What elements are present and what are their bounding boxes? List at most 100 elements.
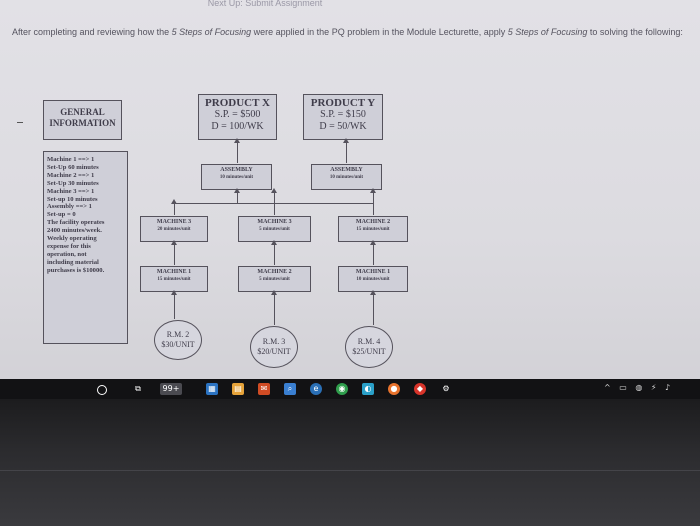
general-info-line: The facility operates [47,219,105,227]
connector-m3a [171,199,177,215]
product-x-box: PRODUCT X S.P. = $500 D = 100/WK [198,94,277,140]
assembly-x-name: ASSEMBLY [220,167,253,173]
edge-icon[interactable]: e [310,383,322,395]
divider [17,122,23,123]
general-info-line: Machine 1 ==> 1 [47,156,95,163]
general-info-line: Set-up 10 minutes [47,195,98,203]
assembly-y-box: ASSEMBLY 10 minutes/unit [311,164,382,190]
machine-name: MACHINE 3 [156,219,192,225]
arrow-m1-to-m2 [370,240,376,265]
laptop-bezel [0,399,700,526]
general-information-title-box: GENERAL INFORMATION [43,100,122,140]
media-icon[interactable]: ◐ [362,383,374,395]
raw-material-4: R.M. 4 $25/UNIT [345,326,393,368]
instruction-segment: 5 Steps of Focusing [507,27,588,37]
general-info-line: Machine 2 ==> 1 [47,171,95,179]
machine-name: MACHINE 2 [257,269,292,275]
assembly-x-time: 10 minutes/unit [219,175,254,180]
machine-time: 20 minutes/unit [157,227,191,232]
machine-time: 10 minutes/unit [356,277,390,282]
instruction-segment: were applied in the PQ problem in the Mo… [251,27,508,37]
machine-row2-a: MACHINE 3 20 minutes/unit [140,216,208,242]
search-icon[interactable]: ⌕ [284,383,296,395]
task-view-icon[interactable]: ⧉ [135,384,141,393]
assembly-y-time: 10 minutes/unit [329,175,364,180]
product-x-title: PRODUCT X [205,97,270,109]
browser-viewport: Next Up: Submit Assignment After complet… [0,0,700,392]
raw-material-2: R.M. 2 $30/UNIT [154,320,202,360]
general-info-line: Weekly operating [47,235,97,243]
general-info-line: purchases is $10000. [47,266,105,274]
general-info-line: including material [47,258,99,266]
rm-cost: $30/UNIT [161,340,195,349]
app-icon[interactable]: ● [388,383,400,395]
connector-line [174,203,274,204]
rm-name: R.M. 2 [166,330,190,339]
general-info-line: Set-Up 60 minutes [47,163,99,171]
instruction-segment: 5 Steps of Focusing [171,27,252,37]
machine-row3-c: MACHINE 1 10 minutes/unit [338,266,408,292]
windows-taskbar: ⧉ 99+ ▦ ▤ ✉ ⌕ e ◉ ◐ ● ◆ ⚙ ^ ▭ ◍ ⚡ ♪ [0,379,700,399]
rm-name: R.M. 4 [357,337,381,346]
files-icon[interactable]: ▤ [232,383,244,395]
general-info-line: Set-up = 0 [47,211,76,219]
rm-cost: $20/UNIT [257,347,291,356]
machine-row3-b: MACHINE 2 5 minutes/unit [238,266,311,292]
machine-time: 15 minutes/unit [356,227,390,232]
assembly-x-box: ASSEMBLY 10 minutes/unit [201,164,272,190]
arrow-assembly-y-to-product-y [343,138,349,163]
instruction-segment: to solving the following: [587,27,683,37]
calculator-icon[interactable]: 99+ [160,383,182,395]
general-info-line: expense for this [47,242,91,250]
settings-icon[interactable]: ⚙ [442,384,450,393]
machine-row3-a: MACHINE 1 15 minutes/unit [140,266,208,292]
rm-name: R.M. 3 [262,337,286,346]
chrome-icon[interactable]: ◉ [336,383,348,395]
start-circle-icon[interactable] [97,385,107,395]
product-y-box: PRODUCT Y S.P. = $150 D = 50/WK [303,94,383,140]
connector-line [274,203,373,204]
arrow-m1-to-m3 [171,240,177,265]
arrow-to-assembly-x [234,188,240,203]
arrow-m2-to-assembly-y [370,188,376,215]
arrow-rm2-to-m1 [171,290,177,319]
arrow-m2-to-m3 [271,240,277,265]
machine-row2-c: MACHINE 2 15 minutes/unit [338,216,408,242]
general-info-line: Machine 3 ==> 1 [47,187,95,195]
store-icon[interactable]: ▦ [206,383,218,395]
machine-time: 5 minutes/unit [259,277,290,282]
arrow-rm4-to-m1 [370,290,376,325]
general-info-line: Set-Up 30 minutes [47,179,99,187]
pq-problem-diagram: GENERAL INFORMATION PRODUCT X S.P. = $50… [43,94,408,368]
assignment-instructions: After completing and reviewing how the 5… [12,26,696,38]
raw-material-3: R.M. 3 $20/UNIT [250,326,298,368]
machine-name: MACHINE 1 [156,269,192,275]
mail-icon[interactable]: ✉ [258,383,270,395]
machine-row2-b: MACHINE 3 5 minutes/unit [238,216,311,242]
product-x-demand: D = 100/WK [211,121,264,132]
system-tray[interactable]: ^ ▭ ◍ ⚡ ♪ [604,383,674,392]
general-info-line: Assembly ==> 1 [47,203,92,211]
next-up-link[interactable]: Next Up: Submit Assignment [207,0,323,8]
general-info-line: 2400 minutes/week. [47,227,102,235]
arrow-rm3-to-m2 [271,290,277,325]
machine-name: MACHINE 2 [355,219,391,225]
rm-cost: $25/UNIT [352,347,386,356]
bezel-edge [0,470,700,471]
product-x-price: S.P. = $500 [214,109,261,120]
machine-name: MACHINE 3 [257,219,292,225]
machine-name: MACHINE 1 [355,269,391,275]
gen-title-line2: INFORMATION [49,118,116,128]
product-y-demand: D = 50/WK [319,121,367,132]
product-y-price: S.P. = $150 [320,109,366,120]
machine-time: 15 minutes/unit [157,277,191,282]
product-y-title: PRODUCT Y [310,97,376,109]
machine-time: 5 minutes/unit [259,227,290,232]
general-info-line: operation, not [47,250,87,258]
browser-icon[interactable]: ◆ [414,383,426,395]
arrow-assembly-x-to-product-x [234,138,240,163]
gen-title-line1: GENERAL [60,107,105,117]
assembly-y-name: ASSEMBLY [330,167,363,173]
instruction-segment: After completing and reviewing how the [12,27,172,37]
